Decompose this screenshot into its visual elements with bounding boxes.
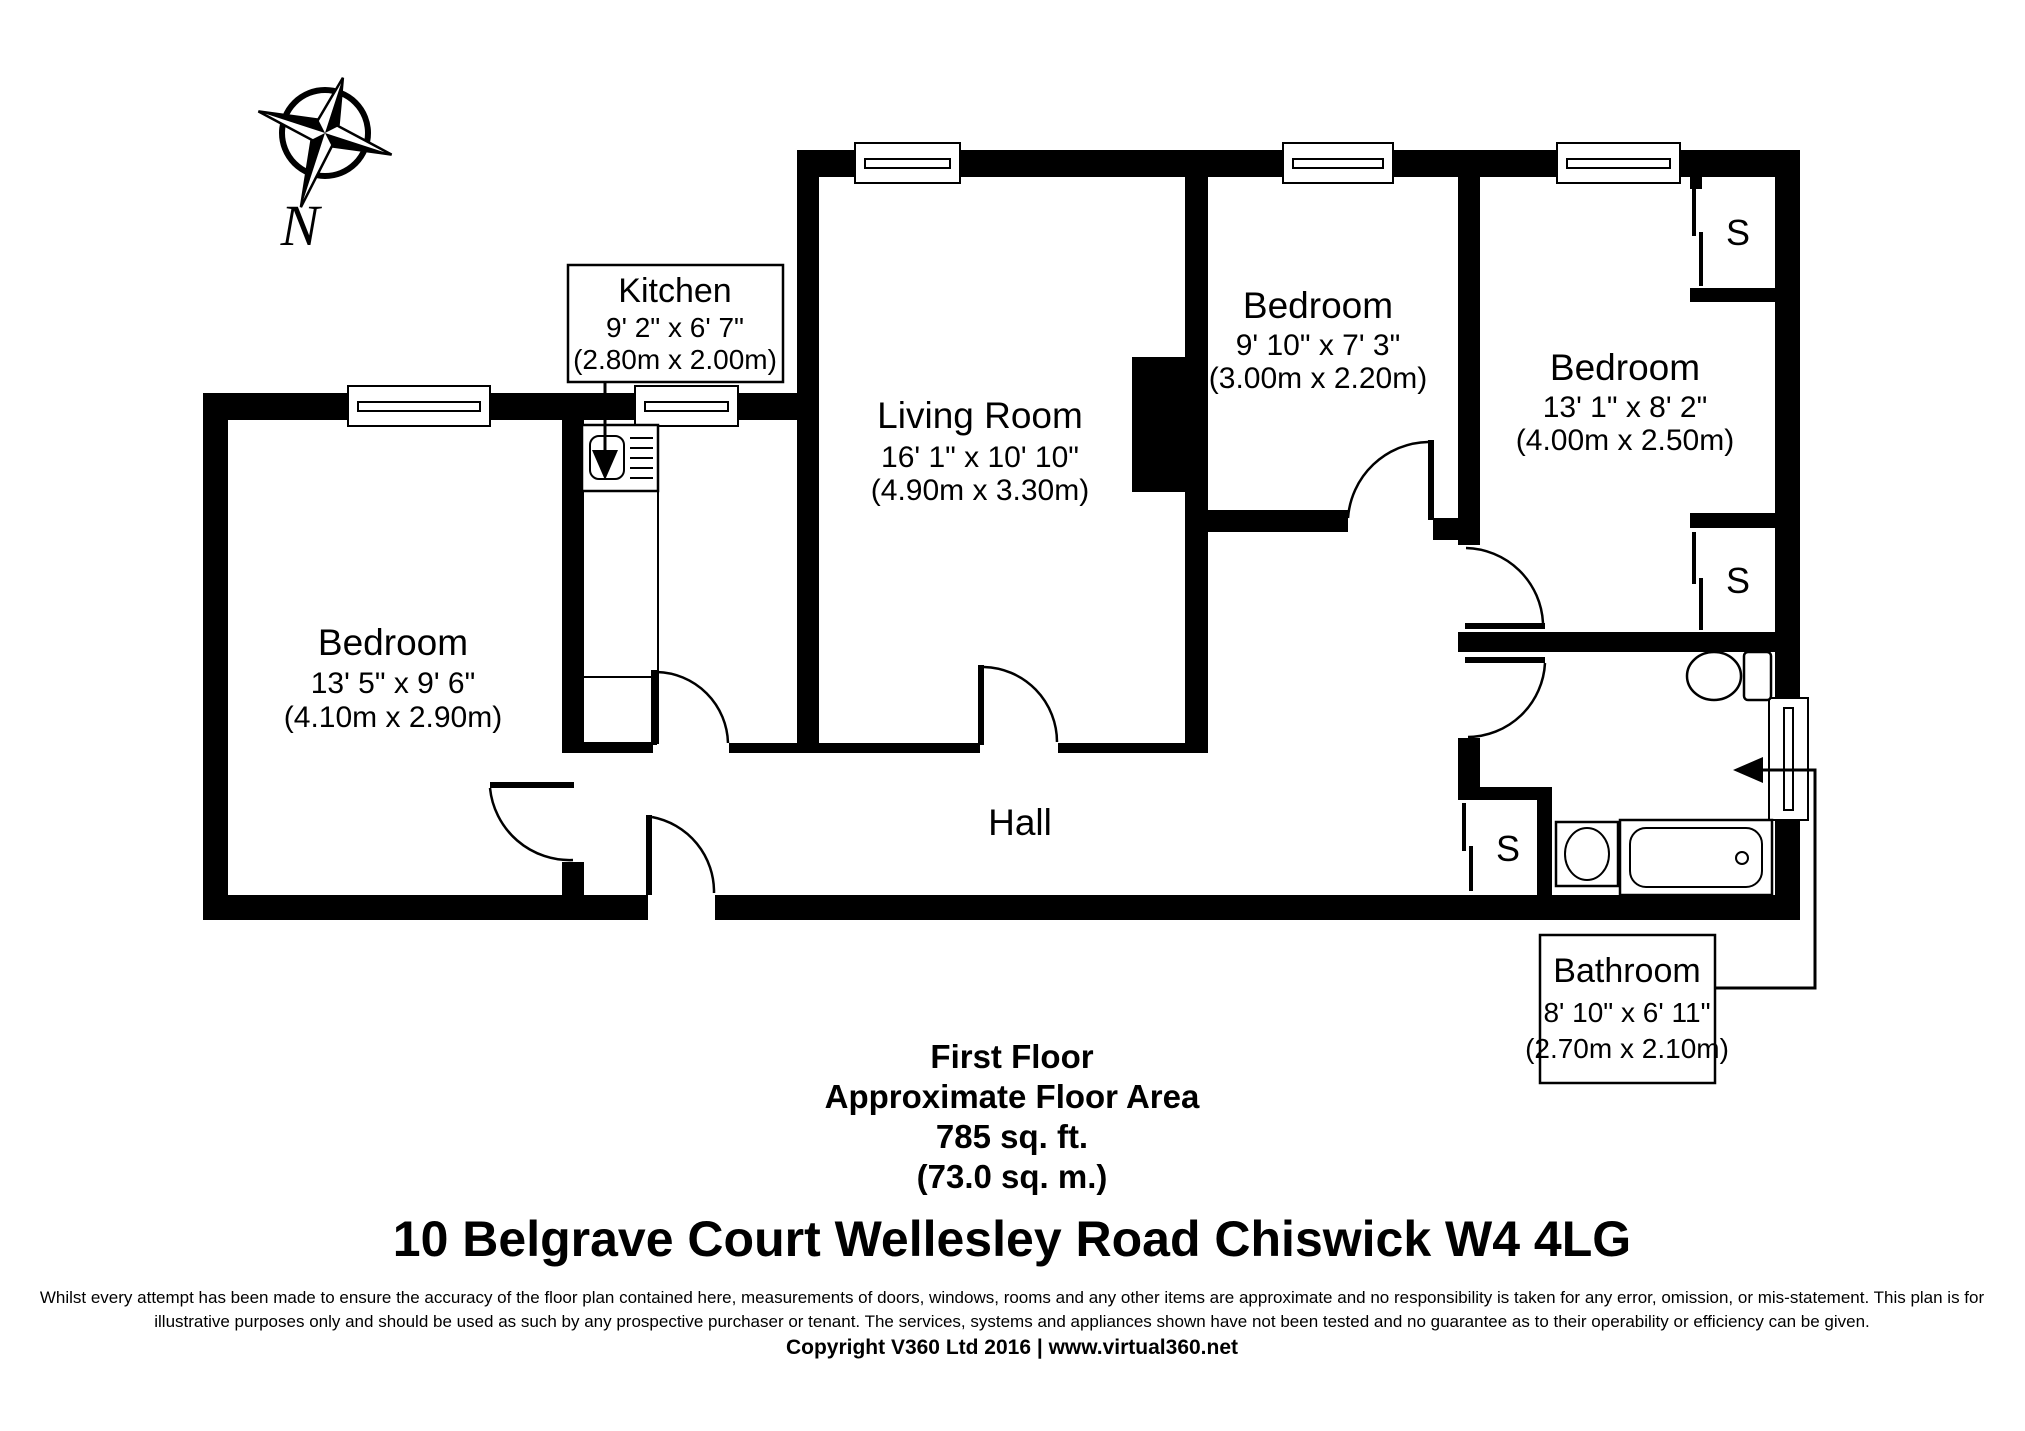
wall-bathroom-north bbox=[1458, 632, 1778, 652]
window-kitchen bbox=[634, 385, 739, 427]
svg-text:13' 5" x 9' 6": 13' 5" x 9' 6" bbox=[311, 667, 476, 700]
bathroom-callout: Bathroom 8' 10" x 6' 11" (2.70m x 2.10m) bbox=[1525, 757, 1817, 1085]
copyright-line: Copyright V360 Ltd 2016 | www.virtual360… bbox=[786, 1336, 1238, 1359]
compass-star-dark-west bbox=[258, 111, 325, 133]
svg-text:(4.00m x 2.50m): (4.00m x 2.50m) bbox=[1516, 424, 1734, 457]
svg-text:13' 1" x 8' 2": 13' 1" x 8' 2" bbox=[1543, 391, 1708, 424]
cupboard-mid-right: S bbox=[1692, 532, 1750, 630]
door-bedroom-left bbox=[488, 782, 574, 862]
wall-hall-north-a bbox=[584, 743, 653, 753]
svg-text:Kitchen: Kitchen bbox=[618, 272, 731, 310]
bathtub-icon bbox=[1618, 818, 1774, 897]
storage-cupboards: S S S bbox=[1462, 177, 1750, 891]
svg-text:9' 2" x 6' 7": 9' 2" x 6' 7" bbox=[606, 312, 744, 343]
door-living-room bbox=[978, 665, 1059, 745]
kitchen-callout-arrow-icon bbox=[592, 450, 618, 480]
window-living-room bbox=[854, 142, 961, 184]
storage-label: S bbox=[1726, 560, 1750, 601]
wall-livingroom-west bbox=[797, 150, 819, 753]
wall-hall-north-b bbox=[729, 743, 980, 753]
wall-hall-north-c bbox=[1058, 743, 1197, 753]
basin-icon bbox=[1554, 820, 1620, 888]
door-bedroom-right bbox=[1465, 546, 1545, 629]
kitchen-hob-icon bbox=[630, 437, 653, 479]
wall-west-exterior bbox=[203, 393, 228, 920]
svg-text:Bedroom: Bedroom bbox=[1550, 347, 1700, 388]
label-bedroom-left: Bedroom 13' 5" x 9' 6" (4.10m x 2.90m) bbox=[284, 622, 502, 734]
svg-text:(4.10m x 2.90m): (4.10m x 2.90m) bbox=[284, 701, 502, 734]
compass-star-dark-north bbox=[325, 77, 343, 133]
area-imperial: 785 sq. ft. bbox=[936, 1118, 1088, 1155]
wall-south-exterior bbox=[203, 895, 1800, 920]
kitchen-counter-unit bbox=[580, 423, 660, 744]
wall-bedroomleft-east bbox=[562, 420, 584, 753]
wall-bathroom-west-stub bbox=[1458, 738, 1480, 790]
label-hall: Hall bbox=[988, 802, 1052, 843]
wall-bedroommid-south bbox=[1185, 510, 1348, 532]
compass-star-outline bbox=[257, 77, 393, 208]
property-address: 10 Belgrave Court Wellesley Road Chiswic… bbox=[393, 1211, 1631, 1267]
kitchen-callout: Kitchen 9' 2" x 6' 7" (2.80m x 2.00m) bbox=[566, 263, 785, 480]
disclaimer-line-2: illustrative purposes only and should be… bbox=[154, 1312, 1870, 1331]
kitchen-sink-icon bbox=[589, 435, 625, 480]
front-door bbox=[646, 815, 716, 922]
chimney-breast bbox=[1132, 357, 1185, 492]
wall-livingroom-east bbox=[1185, 177, 1208, 753]
svg-text:Bedroom: Bedroom bbox=[318, 622, 468, 663]
svg-text:Living Room: Living Room bbox=[877, 395, 1083, 436]
compass-north-label: N bbox=[280, 193, 323, 258]
wall-cupboard2-north bbox=[1690, 513, 1800, 528]
room-labels: Living Room 16' 1" x 10' 10" (4.90m x 3.… bbox=[284, 285, 1734, 843]
svg-text:Bedroom: Bedroom bbox=[1243, 285, 1393, 326]
cupboard-hall: S bbox=[1462, 803, 1520, 891]
window-bedroom-middle bbox=[1282, 142, 1394, 184]
area-label: Approximate Floor Area bbox=[825, 1078, 1200, 1115]
label-living-room: Living Room 16' 1" x 10' 10" (4.90m x 3.… bbox=[871, 395, 1089, 507]
footer: First Floor Approximate Floor Area 785 s… bbox=[40, 1038, 1985, 1359]
storage-label: S bbox=[1726, 212, 1750, 253]
svg-text:Bathroom: Bathroom bbox=[1553, 952, 1700, 990]
door-kitchen bbox=[651, 670, 730, 745]
wall-cupboard1-south bbox=[1690, 288, 1800, 302]
compass-ring bbox=[279, 87, 371, 179]
toilet-icon bbox=[1685, 650, 1773, 702]
svg-text:(2.70m x 2.10m): (2.70m x 2.10m) bbox=[1525, 1033, 1729, 1064]
bathroom-fixtures bbox=[1554, 650, 1774, 897]
window-bedroom-left bbox=[347, 385, 491, 427]
disclaimer-line-1: Whilst every attempt has been made to en… bbox=[40, 1288, 1985, 1307]
bathroom-callout-arrow-icon bbox=[1733, 757, 1763, 783]
svg-text:8' 10" x 6' 11": 8' 10" x 6' 11" bbox=[1543, 997, 1710, 1028]
storage-label: S bbox=[1496, 828, 1520, 869]
door-bedroom-middle bbox=[1346, 440, 1434, 520]
doors bbox=[488, 440, 1547, 922]
wall-hallcupboard-north bbox=[1458, 787, 1552, 800]
wall-bedroomleft-east-stub bbox=[562, 862, 584, 895]
window-bedroom-right bbox=[1556, 142, 1681, 184]
svg-text:(3.00m x 2.20m): (3.00m x 2.20m) bbox=[1209, 362, 1427, 395]
windows bbox=[347, 142, 1809, 821]
label-bedroom-right: Bedroom 13' 1" x 8' 2" (4.00m x 2.50m) bbox=[1516, 347, 1734, 457]
window-bathroom bbox=[1768, 697, 1809, 821]
label-bedroom-middle: Bedroom 9' 10" x 7' 3" (3.00m x 2.20m) bbox=[1209, 285, 1427, 395]
area-metric: (73.0 sq. m.) bbox=[917, 1158, 1108, 1195]
wall-bedroomright-west bbox=[1458, 150, 1480, 545]
svg-text:(2.80m x 2.00m): (2.80m x 2.00m) bbox=[573, 344, 777, 375]
door-bathroom bbox=[1465, 657, 1547, 739]
svg-text:(4.90m x 3.30m): (4.90m x 3.30m) bbox=[871, 474, 1089, 507]
wall-hallcupboard-east bbox=[1537, 787, 1552, 895]
floor-title: First Floor bbox=[930, 1038, 1093, 1075]
svg-text:9' 10" x 7' 3": 9' 10" x 7' 3" bbox=[1236, 329, 1401, 362]
svg-text:16' 1" x 10' 10": 16' 1" x 10' 10" bbox=[881, 441, 1079, 474]
cupboard-top-right: S bbox=[1690, 177, 1750, 286]
compass-rose: N bbox=[257, 77, 393, 258]
